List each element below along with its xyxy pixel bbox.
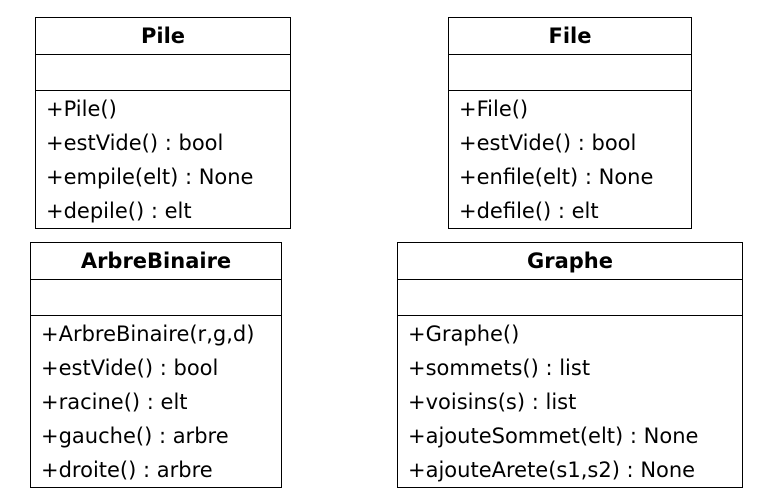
method: +voisins(s) : list bbox=[408, 390, 577, 414]
method: +gauche() : arbre bbox=[41, 424, 229, 448]
method: +estVide() : bool bbox=[459, 131, 637, 155]
method: +racine() : elt bbox=[41, 390, 188, 414]
attributes-compartment bbox=[449, 55, 691, 91]
method: +empile(elt) : None bbox=[46, 165, 254, 189]
class-name: Graphe bbox=[398, 243, 742, 280]
method: +ajouteArete(s1,s2) : None bbox=[408, 458, 696, 482]
class-box-arbrebinaire: ArbreBinaire +ArbreBinaire(r,g,d) +estVi… bbox=[30, 242, 282, 488]
class-box-file: File +File() +estVide() : bool +enfile(e… bbox=[448, 17, 692, 229]
method: +File() bbox=[459, 97, 529, 121]
method: +depile() : elt bbox=[46, 199, 192, 223]
methods-compartment: +Graphe() +sommets() : list +voisins(s) … bbox=[398, 316, 742, 487]
method: +droite() : arbre bbox=[41, 458, 213, 482]
method: +ajouteSommet(elt) : None bbox=[408, 424, 699, 448]
method: +sommets() : list bbox=[408, 356, 591, 380]
method: +defile() : elt bbox=[459, 199, 599, 223]
methods-compartment: +File() +estVide() : bool +enfile(elt) :… bbox=[449, 91, 691, 228]
attributes-compartment bbox=[398, 280, 742, 316]
class-name: ArbreBinaire bbox=[31, 243, 281, 280]
class-name: Pile bbox=[36, 18, 290, 55]
method: +estVide() : bool bbox=[41, 356, 219, 380]
class-box-graphe: Graphe +Graphe() +sommets() : list +vois… bbox=[397, 242, 743, 488]
attributes-compartment bbox=[36, 55, 290, 91]
class-name: File bbox=[449, 18, 691, 55]
method: +ArbreBinaire(r,g,d) bbox=[41, 322, 255, 346]
method: +Pile() bbox=[46, 97, 117, 121]
method: +Graphe() bbox=[408, 322, 520, 346]
class-box-pile: Pile +Pile() +estVide() : bool +empile(e… bbox=[35, 17, 291, 229]
methods-compartment: +ArbreBinaire(r,g,d) +estVide() : bool +… bbox=[31, 316, 281, 487]
methods-compartment: +Pile() +estVide() : bool +empile(elt) :… bbox=[36, 91, 290, 228]
method: +enfile(elt) : None bbox=[459, 165, 654, 189]
method: +estVide() : bool bbox=[46, 131, 224, 155]
attributes-compartment bbox=[31, 280, 281, 316]
